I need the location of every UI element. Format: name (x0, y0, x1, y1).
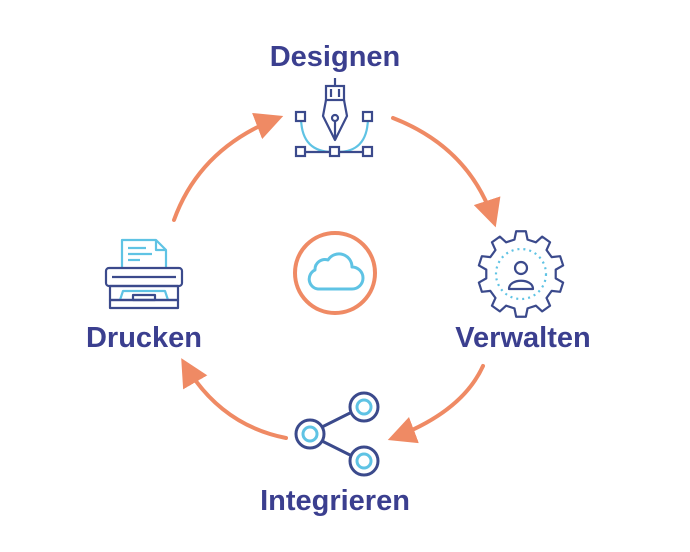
arrow-verwalten-to-integrieren (387, 364, 485, 444)
share-nodes-icon (294, 391, 380, 477)
gear-outline (477, 230, 565, 318)
cycle-arrows (172, 112, 501, 444)
cloud-icon (293, 231, 377, 315)
step-label-integrieren: Integrieren (260, 485, 410, 517)
pen-nib-icon (294, 78, 374, 158)
arrow-designen-to-verwalten (391, 116, 501, 228)
arrow-integrieren-to-drucken (181, 358, 288, 440)
step-label-verwalten: Verwalten (455, 322, 590, 354)
printer-icon (104, 238, 184, 310)
step-label-drucken: Drucken (86, 322, 202, 354)
step-label-designen: Designen (270, 41, 401, 73)
gear-user-icon (477, 230, 565, 318)
arrow-drucken-to-designen (172, 112, 284, 222)
